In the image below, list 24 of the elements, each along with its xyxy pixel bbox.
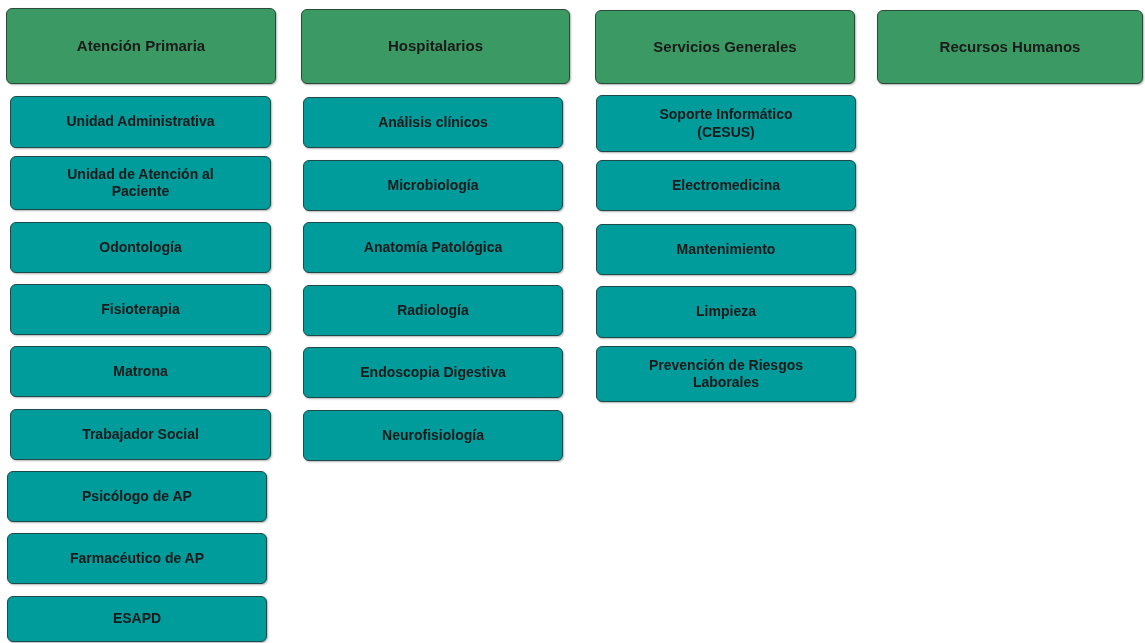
- unit-box: Fisioterapia: [10, 284, 271, 335]
- unit-box: Limpieza: [596, 286, 856, 338]
- unit-box: Matrona: [10, 346, 271, 397]
- unit-box: Neurofisiología: [303, 410, 563, 461]
- unit-box: Trabajador Social: [10, 409, 271, 460]
- unit-box: Prevención de Riesgos Laborales: [596, 346, 856, 402]
- unit-box: Radiología: [303, 285, 563, 336]
- unit-box: ESAPD: [7, 596, 267, 642]
- category-header-box: Hospitalarios: [301, 9, 570, 84]
- unit-box: Endoscopia Digestiva: [303, 347, 563, 398]
- category-header-box: Atención Primaria: [6, 8, 276, 84]
- category-header-box: Recursos Humanos: [877, 10, 1143, 84]
- unit-box: Odontología: [10, 222, 271, 273]
- category-header-box: Servicios Generales: [595, 10, 855, 84]
- unit-box: Microbiología: [303, 160, 563, 211]
- unit-box: Anatomía Patológica: [303, 222, 563, 273]
- unit-box: Mantenimiento: [596, 224, 856, 275]
- unit-box: Psicólogo de AP: [7, 471, 267, 522]
- unit-box: Unidad Administrativa: [10, 96, 271, 148]
- unit-box: Análisis clínicos: [303, 97, 563, 148]
- unit-box: Farmacéutico de AP: [7, 533, 267, 584]
- unit-box: Unidad de Atención al Paciente: [10, 156, 271, 210]
- unit-box: Soporte Informático (CESUS): [596, 95, 856, 152]
- unit-box: Electromedicina: [596, 160, 856, 211]
